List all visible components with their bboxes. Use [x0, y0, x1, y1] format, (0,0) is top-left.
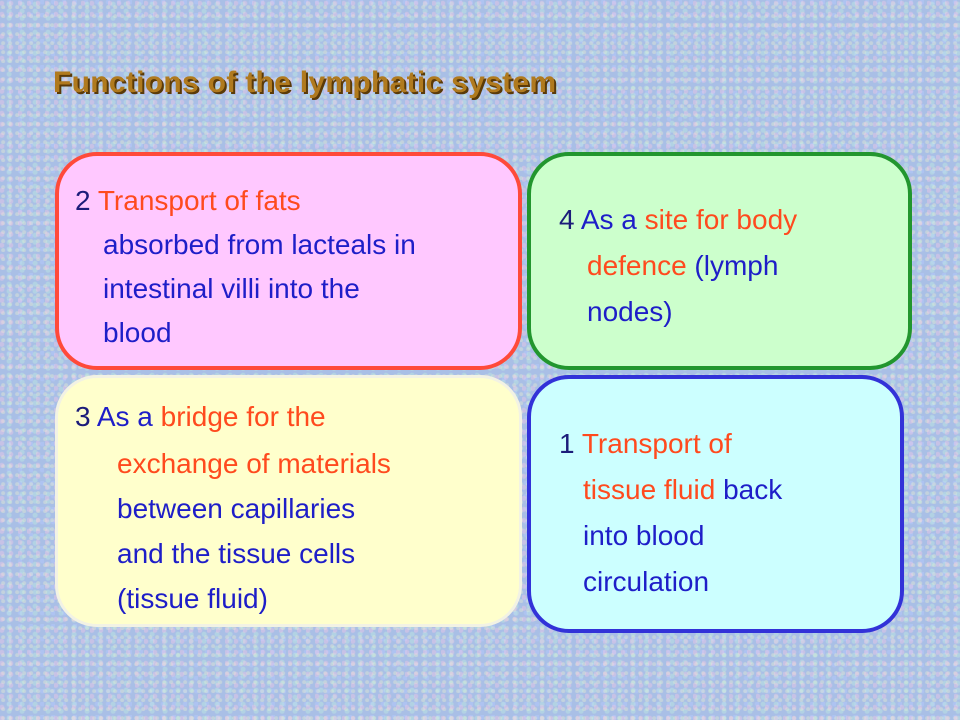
card-3-highlight-1: bridge for the — [160, 401, 326, 432]
card-body-defence: 4 As a site for body defence (lymph node… — [527, 152, 912, 370]
card-2-heading: Transport of fats — [97, 185, 301, 216]
card-4-part-1: As a — [580, 204, 637, 235]
card-transport-of-fats: 2 Transport of fats absorbed from lactea… — [55, 152, 522, 370]
card-3-number: 3 — [75, 401, 91, 432]
slide-title: Functions of the lymphatic system — [53, 66, 557, 99]
card-1-line-4: circulation — [583, 566, 710, 597]
card-3-line-2: exchange of materials — [117, 448, 391, 479]
card-1-part-1: back — [723, 474, 783, 505]
card-4-number: 4 — [559, 204, 575, 235]
card-4-highlight-2: defence — [587, 250, 687, 281]
card-1-line-3: into blood — [583, 520, 705, 551]
card-2-line-3: intestinal villi into the — [103, 273, 360, 304]
card-bridge-exchange: 3 As a bridge for the exchange of materi… — [55, 375, 522, 627]
card-2-number: 2 — [75, 185, 91, 216]
card-3-part-1: As a — [96, 401, 153, 432]
card-3-line-1: 3 As a bridge for the — [75, 398, 326, 436]
card-3-line-3: between capillaries — [117, 493, 356, 524]
card-4-part-2: (lymph — [694, 250, 779, 281]
card-4-line-3: nodes) — [587, 296, 673, 327]
card-transport-tissue-fluid: 1 Transport of tissue fluid back into bl… — [527, 375, 904, 633]
card-2-line-4: blood — [103, 317, 172, 348]
card-4-line-2: defence (lymph — [587, 247, 778, 285]
card-3-line-5: (tissue fluid) — [117, 583, 268, 614]
card-1-highlight: tissue fluid — [583, 474, 716, 505]
card-2-line-2: absorbed from lacteals in — [103, 229, 416, 260]
card-1-line-2: tissue fluid back — [583, 471, 782, 509]
card-1-line-1: 1 Transport of — [559, 425, 732, 463]
card-4-highlight-1: site for body — [644, 204, 798, 235]
card-1-heading: Transport of — [581, 428, 732, 459]
card-4-line-1: 4 As a site for body — [559, 201, 797, 239]
card-1-number: 1 — [559, 428, 575, 459]
card-3-line-4: and the tissue cells — [117, 538, 356, 569]
card-2-line-1: 2 Transport of fats — [75, 182, 301, 220]
